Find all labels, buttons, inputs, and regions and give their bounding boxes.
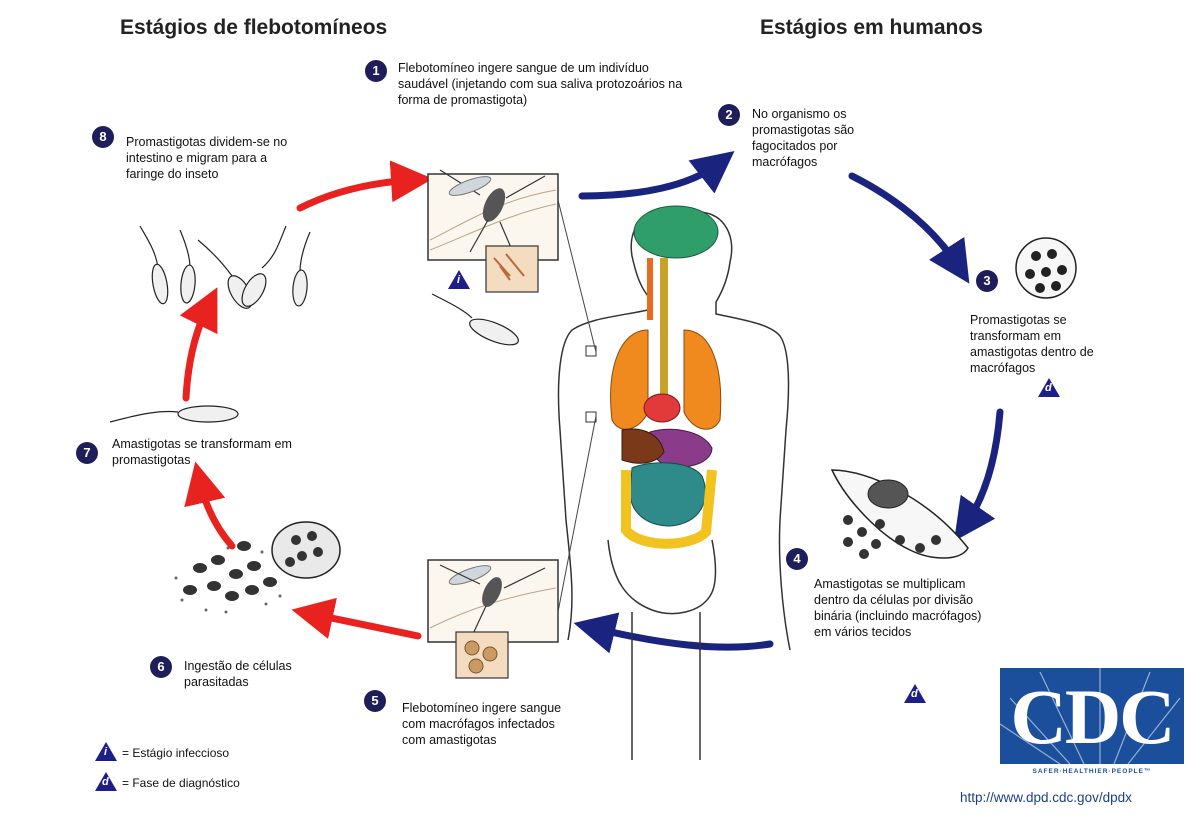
step-3-badge: 3: [976, 270, 998, 292]
step-8-text: Promastigotas dividem-se no intestino e …: [126, 134, 306, 182]
infective-marker-1: i: [448, 270, 470, 289]
legend-infective-label: = Estágio infeccioso: [122, 746, 229, 760]
step-8-badge: 8: [92, 126, 114, 148]
step-6-text: Ingestão de células parasitadas: [184, 658, 304, 690]
arrow-4-to-5: [594, 628, 770, 647]
arrow-1-to-2: [582, 164, 718, 196]
step-4-badge: 4: [786, 548, 808, 570]
legend-diagnostic-icon: d: [95, 772, 117, 791]
macrophage-stage-3: [1016, 238, 1076, 298]
diagnostic-marker-4: d: [904, 684, 926, 703]
small-intestine: [630, 463, 705, 526]
step-6-badge: 6: [150, 656, 172, 678]
step-1-badge: 1: [365, 60, 387, 82]
heart: [644, 394, 680, 422]
arrow-8-to-1: [300, 180, 412, 208]
skin-marker-lower: [586, 412, 596, 422]
step-2-text: No organismo os promastigotas são fagoci…: [752, 106, 902, 170]
human-organs: [558, 200, 721, 612]
step-7-badge: 7: [76, 442, 98, 464]
arrow-6-to-7: [200, 482, 232, 546]
arrow-7-to-8: [186, 306, 208, 398]
promastigote-transforming: [110, 406, 238, 422]
step-5-badge: 5: [364, 690, 386, 712]
heading-human-stages: Estágios em humanos: [760, 16, 983, 40]
step-2-badge: 2: [718, 104, 740, 126]
heading-sandfly-stages: Estágios de flebotomíneos: [120, 16, 387, 40]
promastigotes-group: [140, 226, 310, 312]
step-5-text: Flebotomíneo ingere sangue com macrófago…: [402, 700, 562, 748]
cdc-logo: CDC: [1000, 668, 1184, 764]
infected-tissue-stage-4: [832, 470, 968, 559]
cdc-url[interactable]: http://www.dpd.cdc.gov/dpdx: [960, 790, 1132, 805]
left-lung: [611, 330, 648, 429]
legend-diagnostic-label: = Fase de diagnóstico: [122, 776, 240, 790]
arrow-3-to-4: [966, 412, 1000, 524]
promastigote-single: [432, 294, 521, 350]
cdc-logo-letters: CDC: [1000, 672, 1184, 762]
right-lung: [684, 330, 721, 429]
step-4-text: Amastigotas se multiplicam dentro da cél…: [814, 576, 984, 640]
parasitized-cells-stage-6: [175, 522, 341, 614]
step-7-text: Amastigotas se transformam em promastigo…: [112, 436, 342, 468]
step-3-text: Promastigotas se transformam em amastigo…: [970, 312, 1130, 376]
arrow-2-to-3: [852, 176, 958, 266]
cdc-tagline: SAFER·HEALTHIER·PEOPLE™: [1000, 768, 1184, 775]
diagnostic-marker-3: d: [1038, 378, 1060, 397]
brain: [634, 206, 718, 258]
step-1-text: Flebotomíneo ingere sangue de um indivíd…: [398, 60, 698, 108]
sandfly-bite-panel-bottom: [428, 560, 558, 678]
legend-infective-icon: i: [95, 742, 117, 761]
arrow-5-to-6: [312, 614, 418, 636]
